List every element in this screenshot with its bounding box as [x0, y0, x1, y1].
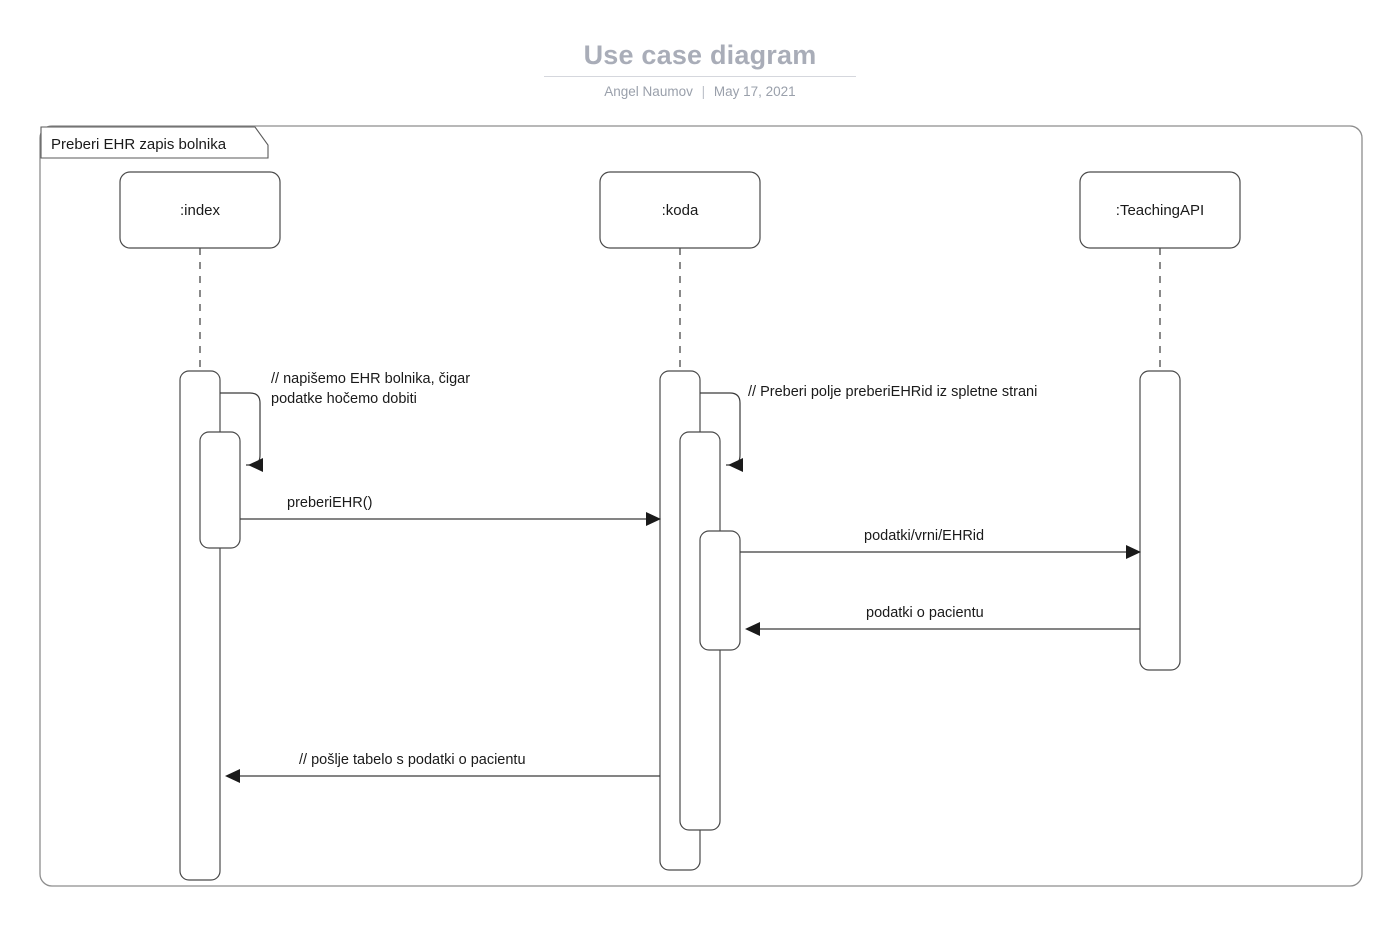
message-self-koda[interactable]: // Preberi polje preberiEHRid iz spletne… — [700, 384, 1037, 472]
activation-bar-index-nested — [199, 431, 241, 549]
title-divider — [544, 76, 856, 77]
message-label-self-index-line1: // napišemo EHR bolnika, čigar — [271, 371, 470, 387]
byline-separator: | — [701, 84, 706, 99]
arrow-head-podatki-o-pacientu — [745, 622, 760, 636]
message-podatki-vrni[interactable]: podatki/vrni/EHRid — [740, 528, 1141, 559]
frame-label-tab — [40, 126, 269, 159]
activation-bar-teachingapi — [1139, 370, 1181, 671]
message-label-podatki-o-pacientu: podatki o pacientu — [866, 605, 984, 621]
page-title: Use case diagram — [583, 40, 817, 70]
lifeline-label-koda: :koda — [662, 202, 699, 219]
message-label-preberiehr: preberiEHR() — [287, 495, 372, 511]
message-label-poslje-tabelo: // pošlje tabelo s podatki o pacientu — [299, 752, 526, 768]
message-poslje-tabelo[interactable]: // pošlje tabelo s podatki o pacientu — [225, 752, 660, 783]
lifeline-index[interactable]: :index — [119, 171, 281, 372]
byline-date: May 17, 2021 — [713, 84, 796, 99]
lifeline-teachingapi[interactable]: :TeachingAPI — [1079, 171, 1241, 372]
arrow-head-preberiehr — [646, 512, 661, 526]
message-label-self-koda: // Preberi polje preberiEHRid iz spletne… — [748, 384, 1037, 400]
document-header: Use case diagram Angel Naumov | May 17, … — [0, 38, 1400, 101]
arrow-head-poslje-tabelo — [225, 769, 240, 783]
message-self-index[interactable]: // napišemo EHR bolnika, čigar podatke h… — [220, 371, 470, 472]
arrow-head-self-index — [248, 458, 263, 472]
byline: Angel Naumov | May 17, 2021 — [0, 83, 1400, 101]
message-preberiehr[interactable]: preberiEHR() — [240, 495, 661, 526]
byline-author: Angel Naumov — [604, 84, 693, 99]
lifeline-label-index: :index — [180, 202, 221, 219]
message-label-podatki-vrni: podatki/vrni/EHRid — [864, 528, 984, 544]
arrow-head-podatki-vrni — [1126, 545, 1141, 559]
frame-label: Preberi EHR zapis bolnika — [51, 136, 227, 153]
message-podatki-o-pacientu[interactable]: podatki o pacientu — [745, 605, 1140, 636]
lifeline-label-teachingapi: :TeachingAPI — [1116, 202, 1204, 219]
lifeline-koda[interactable]: :koda — [599, 171, 761, 372]
message-label-self-index-line2: podatke hočemo dobiti — [271, 391, 417, 407]
activation-bar-koda-nested-2 — [699, 530, 741, 651]
arrow-head-self-koda — [728, 458, 743, 472]
